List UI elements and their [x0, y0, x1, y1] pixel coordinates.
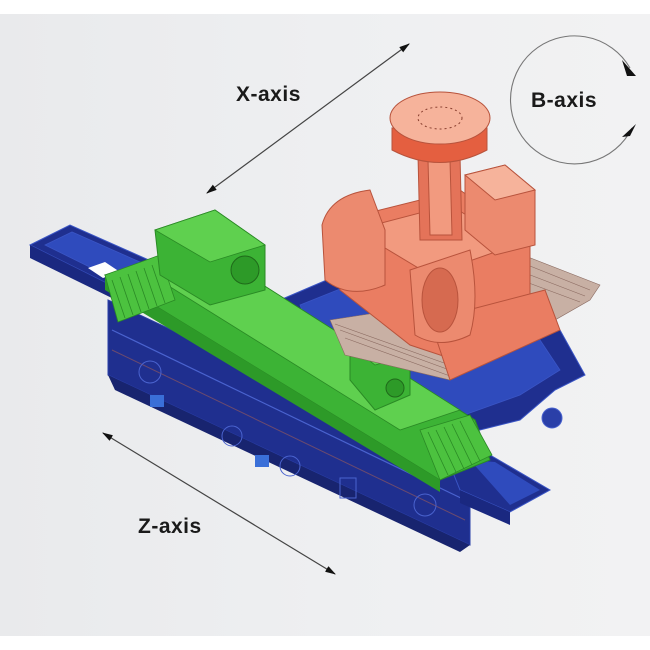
b-axis-label: B-axis	[531, 89, 598, 112]
x-axis-arrow	[206, 43, 410, 194]
wheelhead	[321, 91, 561, 381]
worktable	[103, 209, 493, 492]
z-axis-label: Z-axis	[138, 515, 202, 538]
x-axis-label: X-axis	[236, 83, 301, 106]
b-axis-rotation-arrow	[509, 35, 636, 165]
z-axis-arrow	[102, 432, 336, 575]
